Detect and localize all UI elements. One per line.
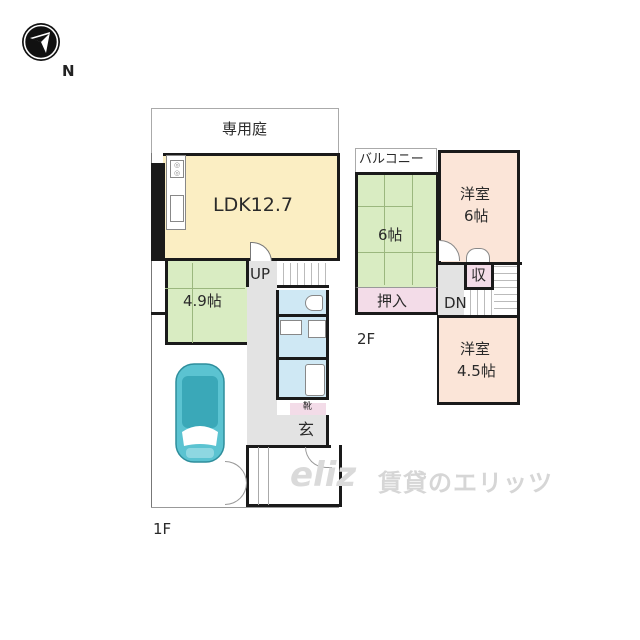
stairs-down-label: DN [444, 294, 467, 312]
watermark-logo: eliz [290, 455, 357, 495]
hallway-1f [247, 261, 277, 446]
entrance-genkan [277, 415, 329, 446]
floor-1-label: 1F [153, 520, 172, 538]
bathtub-icon [305, 364, 325, 396]
hallway-2f [438, 262, 464, 315]
private-garden [151, 108, 339, 153]
washitsu-4-9 [165, 261, 247, 345]
youshitsu-6-size: 6帖 [464, 207, 489, 225]
storage-door[interactable] [466, 248, 490, 263]
toilet-room [276, 290, 329, 317]
oshiire-closet [355, 287, 438, 315]
watermark-text: 賃貸のエリッツ [378, 469, 553, 497]
toilet-icon [305, 295, 323, 311]
stove-icon: ◎◎ [170, 160, 184, 178]
balcony-label: バルコニー [359, 152, 424, 167]
car-icon [172, 362, 228, 466]
ldk-label: LDK12.7 [213, 194, 293, 216]
kitchen-counter [166, 155, 186, 230]
staircase-1f[interactable] [277, 263, 329, 288]
washitsu-6 [355, 172, 438, 287]
youshitsu-4-5-name: 洋室 [460, 340, 491, 358]
washing-machine-icon [308, 320, 326, 338]
washitsu-4-9-label: 4.9帖 [183, 292, 222, 310]
stairs-up-label: UP [250, 265, 271, 283]
youshitsu-4-5-size: 4.5帖 [457, 362, 496, 380]
north-compass-icon [19, 20, 63, 64]
youshitsu-6-name: 洋室 [460, 185, 491, 203]
washbasin-icon [280, 320, 302, 335]
floor-2-label: 2F [357, 330, 376, 348]
balcony [355, 148, 437, 172]
north-label: N [62, 62, 75, 80]
storage-label: 収 [471, 266, 487, 284]
storage-closet [464, 262, 494, 290]
shoe-box [290, 403, 326, 415]
oshiire-label: 押入 [377, 292, 408, 310]
shoe-box-label: 靴 [303, 402, 313, 412]
garage-door[interactable] [225, 461, 247, 505]
sink-icon [170, 195, 184, 222]
staircase-2f[interactable] [494, 265, 520, 315]
youshitsu-4-5 [437, 315, 520, 405]
entrance-label: 玄 [298, 420, 315, 439]
washitsu-6-label: 6帖 [378, 226, 403, 244]
garden-label: 専用庭 [222, 120, 268, 138]
